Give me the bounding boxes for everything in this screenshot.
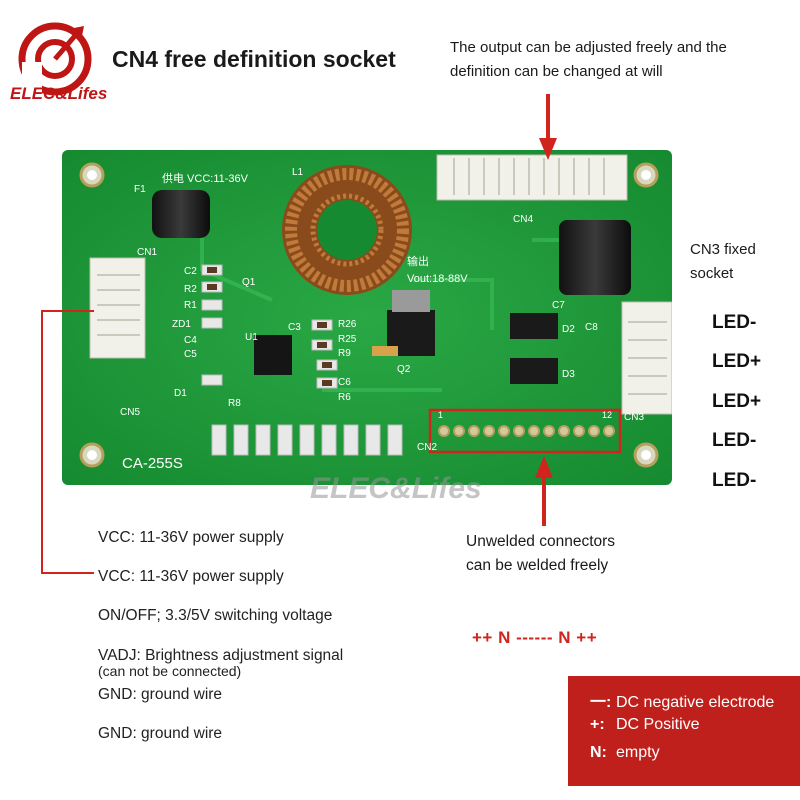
spec-item: ON/OFF; 3.3/5V switching voltage [98, 607, 333, 624]
arrow-up-icon [535, 456, 553, 526]
led-label: LED- [712, 312, 757, 333]
board-r9-label: R9 [338, 348, 351, 359]
board-d1-label: D1 [174, 388, 187, 399]
board-c8-label: C8 [585, 322, 598, 333]
board-model-label: CA-255S [122, 455, 183, 472]
legend-symbol: +: [590, 716, 605, 733]
board-c3-label: C3 [288, 322, 301, 333]
legend-text: DC negative electrode [616, 694, 775, 711]
cn3-note-line: CN3 fixed [690, 241, 756, 258]
legend-item: N: empty [590, 744, 660, 762]
board-q1-label: Q1 [242, 277, 256, 288]
cn1-bracket-line [41, 310, 94, 574]
brand-logo-icon [18, 22, 92, 96]
board-q2-label: Q2 [397, 364, 411, 375]
board-d2-label: D2 [562, 324, 575, 335]
unwelded-note-line: Unwelded connectors [466, 533, 616, 550]
board-r8-label: R8 [228, 398, 241, 409]
board-d3-label: D3 [562, 369, 575, 380]
board-cn4-label: CN4 [513, 214, 533, 225]
legend-item: +: DC Positive [590, 716, 700, 734]
legend-text: empty [616, 744, 660, 761]
cn4-note-line: definition can be changed at will [450, 63, 663, 80]
board-r2-label: R2 [184, 284, 197, 295]
brand-name: ELEC&Lifes [10, 84, 108, 103]
legend-box: 一:DC negative electrode +: DC Positive N:… [568, 676, 800, 786]
cn4-note: The output can be adjusted freely and th… [450, 36, 727, 84]
cn3-note: CN3 fixed socket [690, 238, 756, 286]
spec-item-note: (can not be connected) [98, 663, 242, 679]
legend-symbol: 一: [590, 694, 612, 711]
board-f1-label: F1 [134, 184, 146, 195]
board-r25-label: R25 [338, 334, 357, 345]
board-output-label: 输出 [407, 254, 429, 268]
board-r1-label: R1 [184, 300, 197, 311]
led-label: LED+ [712, 351, 762, 372]
pcb-board: 供电 VCC:11-36V L1 F1 CN1 CN5 CN4 CN3 输出 V… [62, 150, 672, 485]
spec-item: VADJ: Brightness adjustment signal [98, 647, 344, 664]
board-pin12-label: 12 [602, 410, 612, 420]
board-c6-label: C6 [338, 377, 351, 388]
board-r6-label: R6 [338, 392, 351, 403]
cn3-note-line: socket [690, 265, 734, 282]
board-u1-label: U1 [245, 332, 258, 343]
board-c5-label: C5 [184, 349, 197, 360]
board-c2-label: C2 [184, 266, 197, 277]
legend-text: DC Positive [616, 716, 700, 733]
unwelded-note-line: can be welded freely [466, 557, 609, 574]
cn4-note-line: The output can be adjusted freely and th… [450, 39, 727, 56]
spec-item: VCC: 11-36V power supply [98, 529, 284, 546]
board-cn5-label: CN5 [120, 407, 140, 418]
arrow-down-icon [539, 94, 557, 160]
board-r26-label: R26 [338, 319, 357, 330]
board-cn3-label: CN3 [624, 412, 644, 423]
led-label: LED- [712, 470, 757, 491]
pin-pattern: ++ N ------ N ++ [472, 628, 598, 647]
board-zd1-label: ZD1 [172, 319, 191, 330]
spec-item: VCC: 11-36V power supply [98, 568, 284, 585]
board-l1-label: L1 [292, 167, 304, 178]
spec-item: GND: ground wire [98, 725, 223, 742]
board-c7-label: C7 [552, 300, 565, 311]
led-label: LED+ [712, 391, 762, 412]
spec-item: GND: ground wire [98, 686, 223, 703]
legend-symbol: N: [590, 744, 607, 761]
board-vout-label: Vout:18-88V [407, 273, 468, 285]
board-pin1-label: 1 [438, 410, 443, 420]
board-vcc-label: 供电 VCC:11-36V [162, 171, 249, 185]
led-label: LED- [712, 430, 757, 451]
legend-item: 一:DC negative electrode [590, 688, 774, 712]
watermark-text: ELEC&Lifes [310, 472, 482, 505]
board-cn2-label: CN2 [417, 442, 437, 453]
board-cn1-label: CN1 [137, 247, 157, 258]
board-c4-label: C4 [184, 335, 197, 346]
unwelded-note: Unwelded connectors can be welded freely [466, 530, 615, 578]
page-title: CN4 free definition socket [112, 46, 396, 72]
